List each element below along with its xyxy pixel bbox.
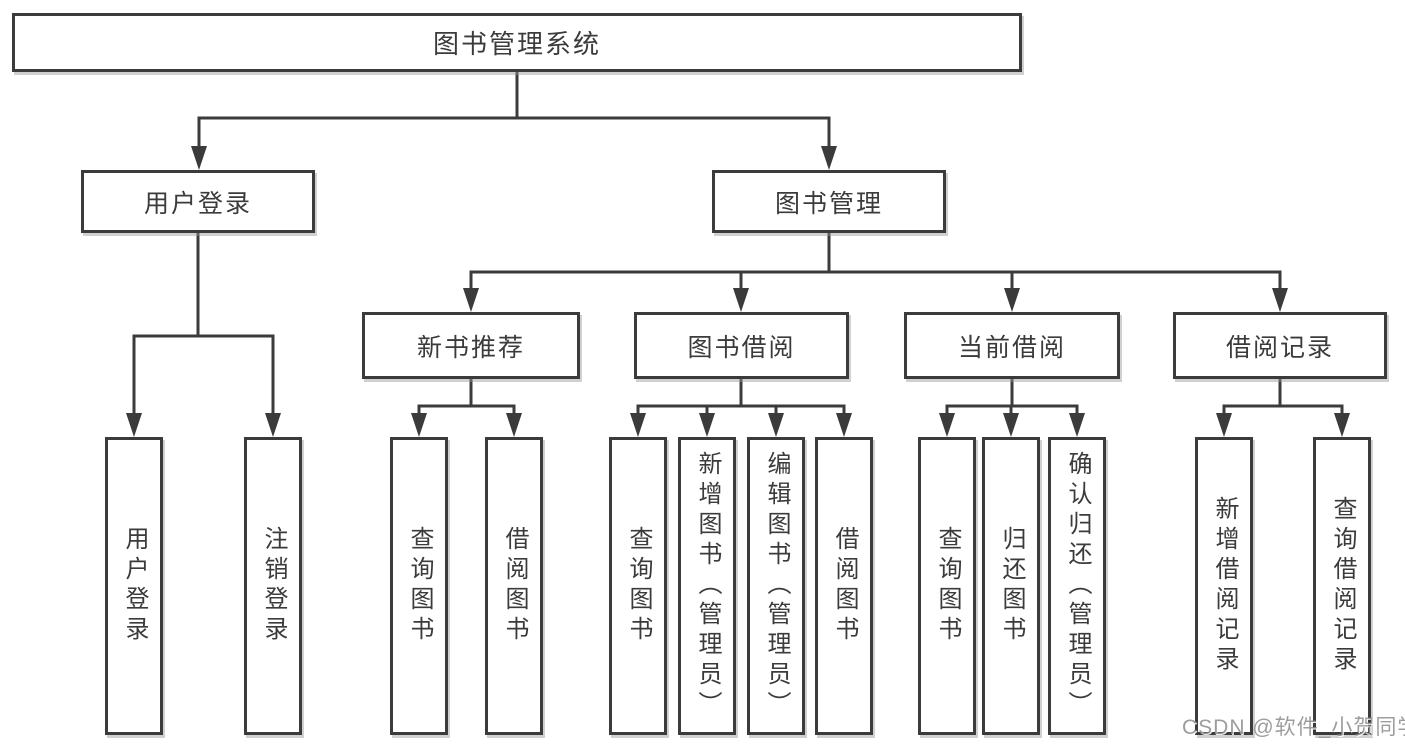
connector-records-children <box>1222 377 1344 418</box>
leaf-logout-label: 注销登录 <box>260 526 287 646</box>
leaf-add-book-admin-label: 新增图书（管理员） <box>694 451 721 721</box>
connector-book-mgmt-children <box>469 231 1282 293</box>
node-user-login: 用户登录 <box>81 170 315 233</box>
leaf-query-books-borrow-label: 查询图书 <box>625 526 652 646</box>
node-user-login-label: 用户登录 <box>143 189 252 218</box>
leaf-query-books-recommend: 查询图书 <box>390 437 448 735</box>
connector-current-children <box>945 377 1079 418</box>
node-borrow-records-label: 借阅记录 <box>1225 333 1334 362</box>
leaf-edit-book-admin-label: 编辑图书（管理员） <box>763 451 790 721</box>
node-borrow-records: 借阅记录 <box>1173 312 1387 379</box>
leaf-return-book: 归还图书 <box>982 437 1040 735</box>
connector-recommend-children <box>417 377 516 418</box>
node-new-book-recommend-label: 新书推荐 <box>416 333 525 362</box>
leaf-add-book-admin: 新增图书（管理员） <box>678 437 736 735</box>
node-book-borrow-label: 图书借阅 <box>687 333 796 362</box>
connector-root-to-level2 <box>197 70 831 150</box>
leaf-borrow-books-recommend-label: 借阅图书 <box>501 526 528 646</box>
leaf-query-books-current: 查询图书 <box>918 437 976 735</box>
leaf-logout: 注销登录 <box>244 437 302 735</box>
leaf-user-login: 用户登录 <box>105 437 163 735</box>
leaf-return-book-label: 归还图书 <box>998 526 1025 646</box>
leaf-query-books-recommend-label: 查询图书 <box>406 526 433 646</box>
leaf-add-borrow-record-label: 新增借阅记录 <box>1211 496 1238 676</box>
leaf-query-borrow-record-label: 查询借阅记录 <box>1329 496 1356 676</box>
node-library-system-label: 图书管理系统 <box>432 29 601 59</box>
leaf-edit-book-admin: 编辑图书（管理员） <box>747 437 805 735</box>
leaf-confirm-return-admin: 确认归还（管理员） <box>1048 437 1106 735</box>
leaf-query-books-current-label: 查询图书 <box>934 526 961 646</box>
leaf-query-borrow-record: 查询借阅记录 <box>1313 437 1371 735</box>
leaf-borrow-books-recommend: 借阅图书 <box>485 437 543 735</box>
node-library-system: 图书管理系统 <box>12 13 1022 72</box>
leaf-query-books-borrow: 查询图书 <box>609 437 667 735</box>
connector-user-login-children <box>132 231 275 418</box>
leaf-confirm-return-admin-label: 确认归还（管理员） <box>1064 451 1091 721</box>
leaf-borrow-books-label: 借阅图书 <box>831 526 858 646</box>
node-current-borrow: 当前借阅 <box>904 312 1120 379</box>
leaf-user-login-label: 用户登录 <box>121 526 148 646</box>
node-book-borrow: 图书借阅 <box>634 312 849 379</box>
connector-borrow-children <box>636 377 846 418</box>
node-new-book-recommend: 新书推荐 <box>362 312 580 379</box>
node-book-management-label: 图书管理 <box>774 189 883 218</box>
csdn-watermark: CSDN @软件_小贺同学 <box>1182 716 1405 739</box>
node-book-management: 图书管理 <box>712 170 946 233</box>
leaf-borrow-books: 借阅图书 <box>815 437 873 735</box>
node-current-borrow-label: 当前借阅 <box>957 333 1066 362</box>
leaf-add-borrow-record: 新增借阅记录 <box>1195 437 1253 735</box>
